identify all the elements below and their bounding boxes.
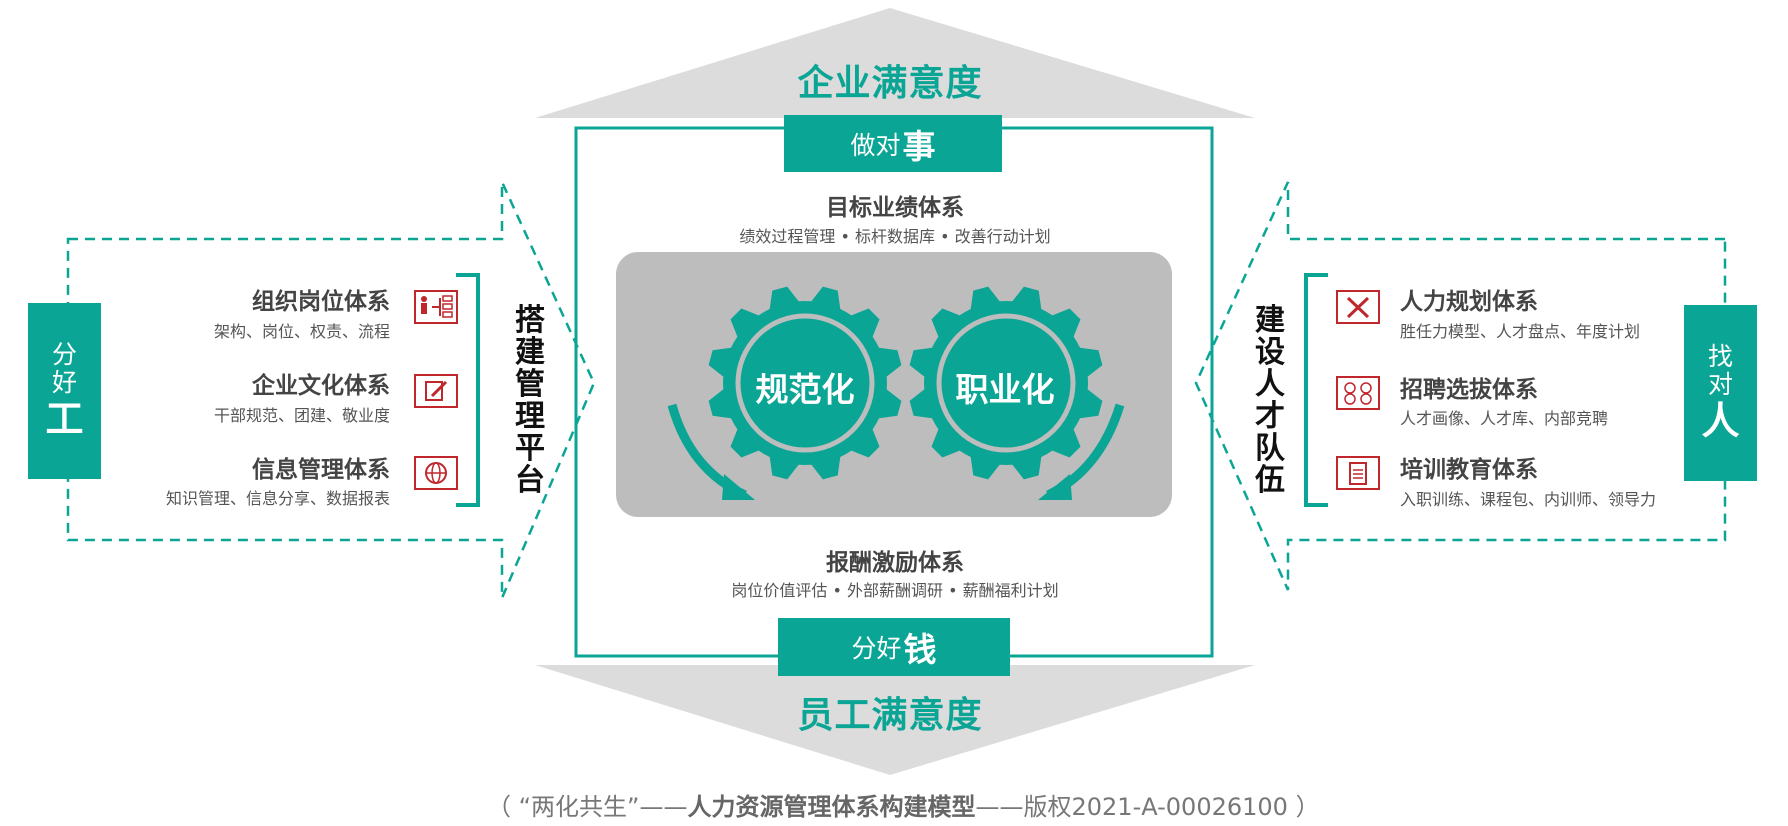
edit-note-icon <box>414 374 458 408</box>
left-side-line1: 分 <box>51 340 77 369</box>
document-icon <box>1336 456 1380 490</box>
center-bottom-title: 报酬激励体系 <box>826 550 964 576</box>
left-item-title: 组织岗位体系 <box>252 289 390 315</box>
left-side-box: 分 好 工 <box>28 303 101 479</box>
gear-right-icon <box>909 286 1103 480</box>
right-side-line2: 对 <box>1707 370 1733 399</box>
top-satisfaction-label: 企业满意度 <box>797 63 983 104</box>
gear-ring <box>936 313 1076 453</box>
bottom-box-big-text: 钱 <box>903 630 937 669</box>
gear-left-label: 规范化 <box>755 370 855 409</box>
right-side-big: 人 <box>1701 399 1740 443</box>
right-item-title: 培训教育体系 <box>1400 457 1538 483</box>
right-dashed-arrow <box>1194 181 1727 591</box>
top-triangle <box>535 8 1255 118</box>
bottom-box-small-text: 分好 <box>851 634 902 663</box>
right-bracket <box>1304 273 1328 507</box>
caption-close: ——版权2021-A-00026100 ） <box>975 793 1320 821</box>
gear-ring <box>735 313 875 453</box>
right-vertical-text: 建设人才队伍 <box>1255 303 1285 498</box>
distribute-money-box: 分好钱 <box>778 618 1010 676</box>
caption-bold: 人力资源管理体系构建模型 <box>687 793 976 821</box>
caption-open: （ “两化共生”—— <box>487 793 688 821</box>
gear-left-icon <box>708 286 902 480</box>
left-curve-arrowhead <box>722 474 755 500</box>
footer-caption: （ “两化共生”——人力资源管理体系构建模型——版权2021-A-0002610… <box>487 787 1320 822</box>
people-group-icon <box>1336 376 1380 410</box>
top-box-big-text: 事 <box>902 126 936 166</box>
left-item-sub: 架构、岗位、权责、流程 <box>213 322 390 341</box>
gear-right-label: 职业化 <box>955 370 1055 409</box>
right-item-sub: 人才画像、人才库、内部竞聘 <box>1400 409 1609 428</box>
right-side-line1: 找 <box>1707 342 1733 371</box>
center-top-title: 目标业绩体系 <box>826 195 964 221</box>
right-item-title: 人力规划体系 <box>1400 289 1538 315</box>
left-bracket <box>456 273 480 507</box>
do-right-things-box: 做对事 <box>784 115 1002 172</box>
center-bottom-sub: 岗位价值评估 • 外部薪酬调研 • 薪酬福利计划 <box>731 581 1059 600</box>
top-box-small-text: 做对 <box>850 130 901 160</box>
left-item-title: 企业文化体系 <box>252 373 390 399</box>
right-item-title: 招聘选拔体系 <box>1400 377 1538 403</box>
right-curve-arrowhead <box>1038 474 1072 500</box>
org-chart-icon <box>414 290 458 324</box>
right-item-sub: 入职训练、课程包、内训师、领导力 <box>1400 490 1657 509</box>
right-side-box: 找 对 人 <box>1684 305 1757 481</box>
left-vertical-text: 搭建管理平台 <box>515 303 545 498</box>
center-top-sub: 绩效过程管理 • 标杆数据库 • 改善行动计划 <box>739 227 1051 246</box>
left-item-sub: 知识管理、信息分享、数据报表 <box>165 489 390 508</box>
left-item-title: 信息管理体系 <box>252 457 390 483</box>
globe-network-icon <box>414 456 458 490</box>
left-item-sub: 干部规范、团建、敬业度 <box>213 406 390 425</box>
right-item-sub: 胜任力模型、人才盘点、年度计划 <box>1400 322 1641 341</box>
left-side-big: 工 <box>45 397 84 441</box>
gear-panel <box>616 252 1172 517</box>
tools-icon <box>1336 290 1380 324</box>
bottom-satisfaction-label: 员工满意度 <box>797 695 983 736</box>
left-dashed-arrow <box>66 181 596 599</box>
bottom-triangle <box>535 665 1255 775</box>
left-side-line2: 好 <box>51 368 77 397</box>
